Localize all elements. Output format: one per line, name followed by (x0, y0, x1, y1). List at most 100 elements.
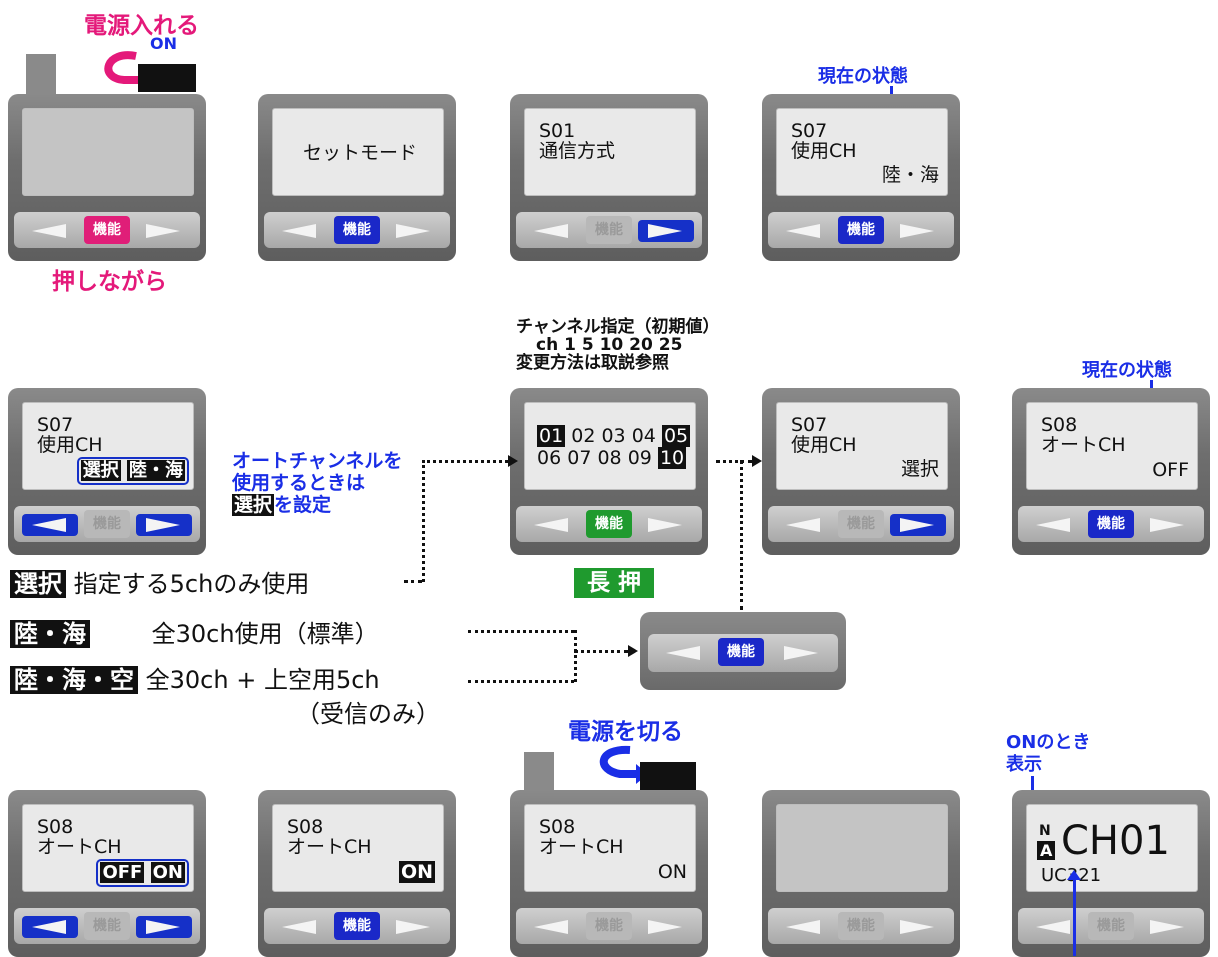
device-2: セットモード 機能 (258, 94, 456, 261)
function-button[interactable]: 機能 (1088, 510, 1134, 538)
channel-cell: 06 (537, 447, 562, 469)
current-state-label: 現在の状態 (1082, 360, 1172, 381)
function-button[interactable]: 機能 (586, 912, 632, 940)
on-note: ONのとき 表示 (1006, 732, 1090, 776)
screen-value: ON (398, 861, 435, 883)
channel-cell: 01 (537, 425, 566, 447)
right-button[interactable] (386, 220, 442, 242)
right-button[interactable] (890, 916, 946, 938)
legend-note: （受信のみ） (296, 700, 440, 728)
screen-line-2: 使用CH (37, 434, 103, 456)
left-button[interactable] (524, 514, 580, 536)
channel-cell: 02 (571, 425, 596, 447)
screen: S08 オートCH ON (272, 804, 444, 892)
device-6: 01 02 03 04 05 06 07 08 09 10 機能 (510, 388, 708, 555)
left-button[interactable] (272, 220, 328, 242)
device-13: N A CH01 UC321 機能 (1012, 790, 1210, 957)
power-knob (138, 64, 196, 92)
on-note-line-1: ONのとき (1006, 732, 1091, 753)
screen-line-1: セットモード (303, 142, 418, 164)
function-button[interactable]: 機能 (586, 216, 632, 244)
channel-grid: 01 02 03 04 05 06 07 08 09 10 (537, 425, 691, 469)
screen-line-2: 使用CH (791, 434, 857, 456)
right-button[interactable] (638, 916, 694, 938)
on-label: ON (150, 34, 177, 53)
power-knob (640, 762, 696, 790)
screen-line-2: 通信方式 (539, 140, 616, 162)
right-button[interactable] (1140, 514, 1196, 536)
channel-cell: 09 (627, 447, 652, 469)
screen-value: ON (657, 861, 687, 883)
screen-line-1: S07 (791, 414, 828, 436)
option-select: 選択 (80, 460, 121, 481)
device-partial: 機能 (640, 612, 846, 690)
function-button[interactable]: 機能 (718, 638, 764, 666)
left-button[interactable] (776, 514, 832, 536)
function-button[interactable]: 機能 (84, 510, 130, 538)
left-button[interactable] (22, 220, 78, 242)
right-button[interactable] (638, 220, 694, 242)
channel-title-line-1: チャンネル指定（初期値） (516, 317, 720, 337)
legend-text: 全30ch使用（標準） (151, 620, 379, 648)
connector (422, 460, 425, 582)
device-5: S07 使用CH 選択 陸・海 機能 (8, 388, 206, 555)
legend-text: 全30ch + 上空用5ch (145, 666, 380, 694)
right-button[interactable] (136, 514, 192, 536)
screen: S01 通信方式 (524, 108, 696, 196)
screen-blank (776, 804, 948, 892)
device-3: S01 通信方式 機能 (510, 94, 708, 261)
function-button[interactable]: 機能 (838, 510, 884, 538)
channel-cell: 04 (631, 425, 656, 447)
function-button[interactable]: 機能 (1088, 912, 1134, 940)
connector (740, 460, 743, 610)
channel-title-line-2: ch 1 5 10 20 25 (536, 335, 683, 355)
current-state-label: 現在の状態 (818, 66, 908, 87)
function-button[interactable]: 機能 (84, 912, 130, 940)
legend-text: 指定する5chのみ使用 (73, 570, 310, 598)
function-button[interactable]: 機能 (334, 216, 380, 244)
right-button[interactable] (890, 514, 946, 536)
legend-chip: 陸・海 (10, 620, 90, 648)
right-button[interactable] (136, 916, 192, 938)
auto-note-line-2: 使用するときは (232, 472, 366, 494)
left-button[interactable] (776, 916, 832, 938)
legend-row-land-sea: 陸・海 全30ch使用（標準） (10, 614, 379, 649)
left-button[interactable] (22, 916, 78, 938)
arrow-up-icon (1067, 870, 1081, 880)
left-button[interactable] (524, 220, 580, 242)
legend-row-select: 選択 指定する5chのみ使用 (10, 564, 309, 599)
right-button[interactable] (1140, 916, 1196, 938)
connector (422, 460, 508, 463)
left-button[interactable] (656, 642, 712, 664)
auto-note-chip: 選択 (232, 494, 275, 516)
function-button[interactable]: 機能 (84, 216, 130, 244)
left-button[interactable] (776, 220, 832, 242)
connector (716, 460, 752, 463)
function-button[interactable]: 機能 (838, 912, 884, 940)
screen-line-1: S08 (539, 816, 576, 838)
power-on-label: 電源入れる (84, 13, 199, 39)
function-button[interactable]: 機能 (334, 912, 380, 940)
device-12: 機能 (762, 790, 960, 957)
screen-value: 陸・海 (881, 164, 939, 186)
screen-line-1: S08 (287, 816, 324, 838)
right-button[interactable] (386, 916, 442, 938)
device-1: 機能 (8, 94, 206, 261)
left-button[interactable] (22, 514, 78, 536)
right-button[interactable] (136, 220, 192, 242)
left-button[interactable] (524, 916, 580, 938)
left-button[interactable] (1026, 514, 1082, 536)
device-7: S07 使用CH 選択 機能 (762, 388, 960, 555)
left-button[interactable] (272, 916, 328, 938)
left-button[interactable] (1026, 916, 1082, 938)
right-button[interactable] (890, 220, 946, 242)
legend-chip: 選択 (10, 570, 66, 598)
function-button[interactable]: 機能 (838, 216, 884, 244)
right-button[interactable] (774, 642, 830, 664)
power-off-label: 電源を切る (568, 719, 683, 745)
function-button[interactable]: 機能 (586, 510, 632, 538)
option-off: OFF (100, 862, 145, 883)
antenna (26, 54, 56, 94)
screen: 01 02 03 04 05 06 07 08 09 10 (524, 402, 696, 490)
right-button[interactable] (638, 514, 694, 536)
